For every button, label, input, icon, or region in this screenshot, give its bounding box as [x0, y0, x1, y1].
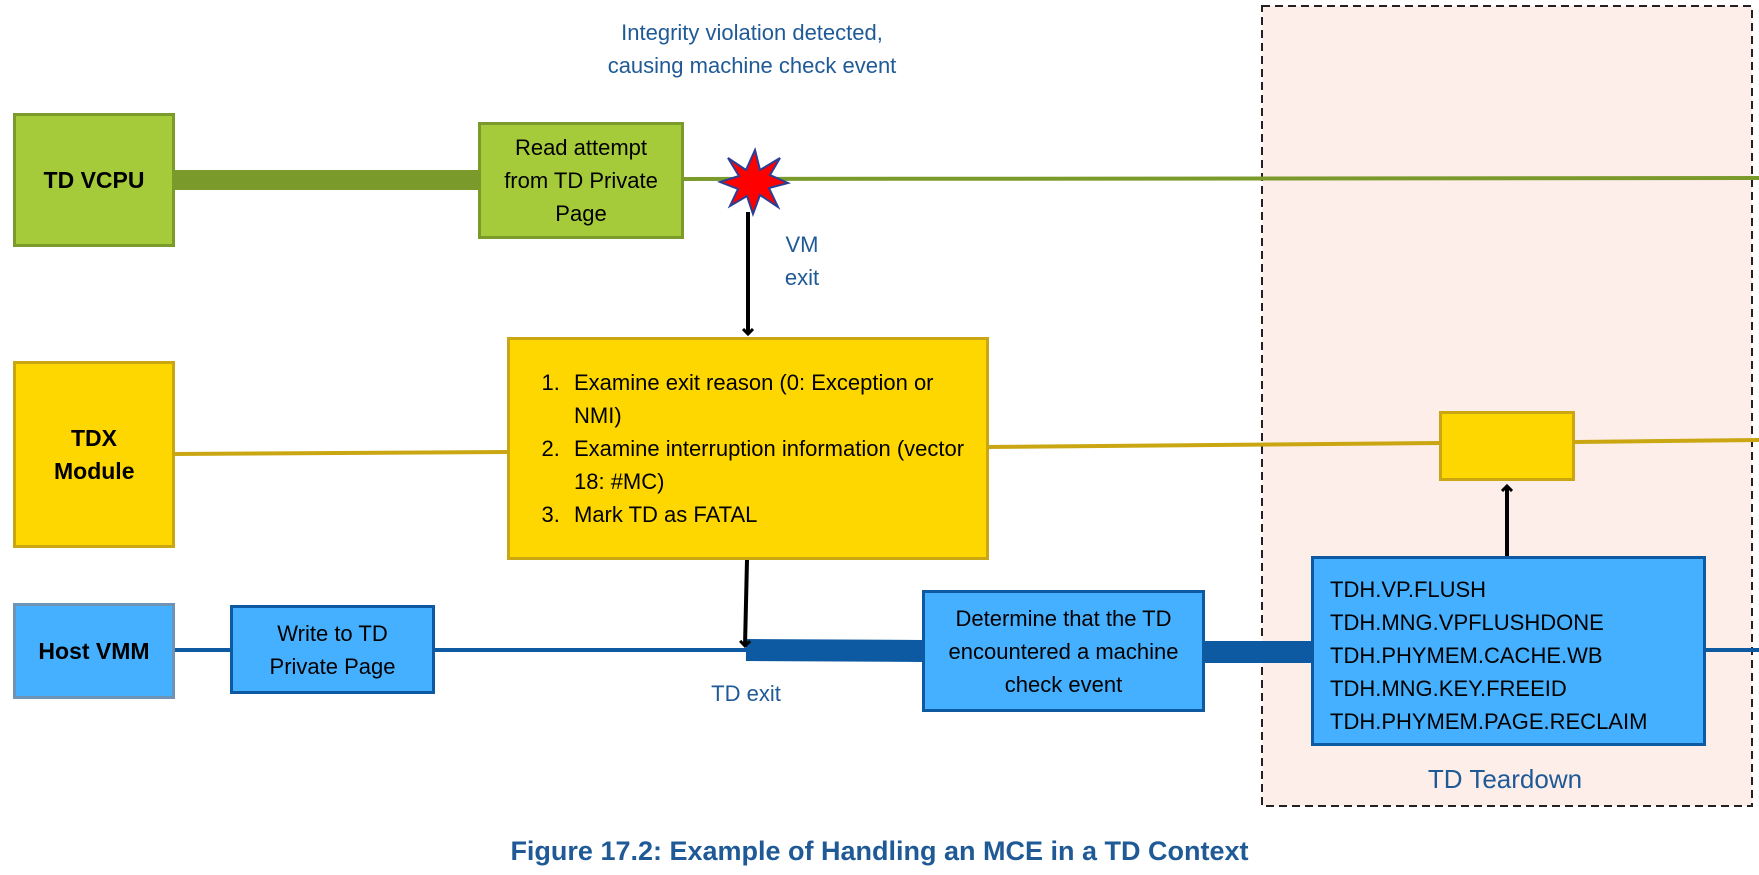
lane-tdx-module: TDX Module	[13, 361, 175, 548]
td-teardown-note: TD Teardown	[1427, 764, 1583, 794]
write-private-label: Write to TD Private Page	[269, 620, 396, 679]
tdx-step-2: Examine interruption information (vector…	[566, 432, 986, 498]
lane-host-vmm-label: Host VMM	[38, 637, 150, 664]
tdx-teardown-box	[1439, 411, 1575, 481]
teardown-command-5: TDH.PHYMEM.PAGE.RECLAIM	[1330, 709, 1648, 734]
determine-mce-box: Determine that the TD encountered a mach…	[922, 590, 1205, 712]
figure-caption: Figure 17.2: Example of Handling an MCE …	[510, 836, 1249, 866]
teardown-command-4: TDH.MNG.KEY.FREEID	[1330, 676, 1567, 701]
read-attempt-box: Read attempt from TD Private Page	[478, 122, 684, 239]
host-vmm-active-line-a	[745, 639, 926, 662]
integrity-violation-note: Integrity violation detected, causing ma…	[607, 20, 897, 78]
lane-tdx-module-label: TDX Module	[54, 424, 135, 484]
vm-exit-note: VM exit	[784, 232, 820, 290]
tdx-module-lifeline-middle	[985, 441, 1442, 449]
tdx-steps-list: Examine exit reason (0: Exception or NMI…	[510, 366, 986, 531]
teardown-command-2: TDH.MNG.VPFLUSHDONE	[1330, 610, 1604, 635]
teardown-commands-box: TDH.VP.FLUSH TDH.MNG.VPFLUSHDONE TDH.PHY…	[1311, 556, 1706, 746]
tdx-step-3: Mark TD as FATAL	[566, 498, 986, 531]
teardown-command-3: TDH.PHYMEM.CACHE.WB	[1330, 643, 1603, 668]
lane-td-vcpu-label: TD VCPU	[43, 166, 145, 193]
lane-td-vcpu: TD VCPU	[13, 113, 175, 247]
td-vcpu-lifeline	[679, 176, 1759, 181]
mce-burst-icon	[716, 146, 792, 218]
teardown-command-1: TDH.VP.FLUSH	[1330, 577, 1487, 602]
determine-mce-label: Determine that the TD encountered a mach…	[948, 605, 1179, 697]
tdx-step-1: Examine exit reason (0: Exception or NMI…	[566, 366, 986, 432]
tdx-steps-box: Examine exit reason (0: Exception or NMI…	[507, 337, 989, 560]
tdx-module-lifeline-left	[172, 450, 511, 456]
tdx-module-lifeline-right	[1574, 438, 1759, 444]
write-private-box: Write to TD Private Page	[230, 605, 435, 694]
lane-host-vmm: Host VMM	[13, 603, 175, 699]
td-exit-note: TD exit	[711, 681, 781, 706]
td-exit-arrow	[745, 559, 747, 646]
read-attempt-label: Read attempt from TD Private Page	[504, 135, 658, 226]
